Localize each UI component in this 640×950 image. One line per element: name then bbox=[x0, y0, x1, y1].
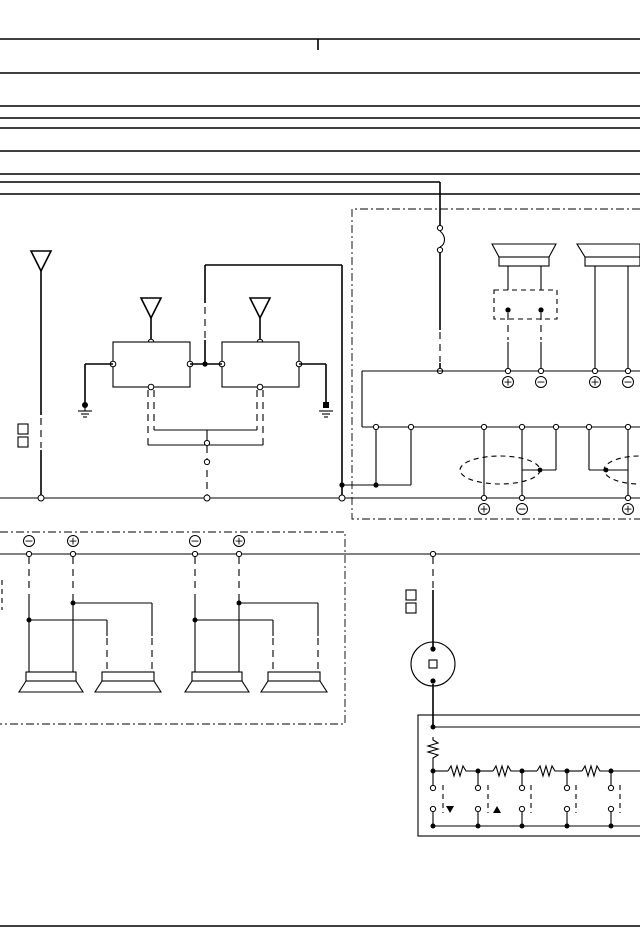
connector-housing bbox=[493, 289, 558, 320]
speaker-group-left bbox=[25, 550, 153, 672]
radio-unit-boundary bbox=[351, 208, 640, 520]
fuse-icon bbox=[436, 224, 446, 375]
polarity-minus: − bbox=[536, 376, 545, 389]
polarity-plus: + bbox=[68, 535, 77, 548]
antenna-amplifier-left bbox=[109, 297, 194, 391]
speaker-icon bbox=[259, 671, 329, 693]
polarity-markers-bottom: + − + bbox=[478, 503, 634, 516]
speaker-leads-1 bbox=[504, 307, 545, 375]
polarity-plus: + bbox=[590, 376, 599, 389]
resistor-icon bbox=[492, 764, 522, 778]
connector-marker-left bbox=[17, 423, 29, 448]
steering-switch-feed bbox=[429, 550, 437, 651]
radio-lower-terminals bbox=[339, 423, 640, 502]
polarity-markers-top: + − + − bbox=[502, 376, 634, 389]
antenna-icon bbox=[139, 297, 163, 320]
amplifier-wiring bbox=[82, 264, 343, 495]
polarity-minus: − bbox=[623, 376, 632, 389]
polarity-plus: + bbox=[234, 535, 243, 548]
main-bus bbox=[0, 494, 640, 502]
resistor-icon bbox=[426, 737, 440, 771]
ground-icon bbox=[78, 410, 92, 418]
resistor-icon bbox=[581, 764, 611, 778]
resistor-icon bbox=[536, 764, 567, 778]
polarity-plus: + bbox=[623, 503, 632, 516]
ground-icon bbox=[319, 410, 333, 418]
speaker-group-right bbox=[191, 550, 319, 672]
resistor-icon bbox=[447, 764, 478, 778]
switch-icon bbox=[410, 641, 456, 727]
switch-contacts bbox=[429, 771, 640, 829]
polarity-plus: + bbox=[479, 503, 488, 516]
speaker-unit-boundary bbox=[0, 531, 346, 725]
speaker-icon bbox=[17, 671, 85, 693]
antenna-icon bbox=[248, 297, 272, 320]
antenna-amplifier-right bbox=[218, 297, 303, 391]
antenna-icon bbox=[29, 250, 53, 495]
speaker-icon bbox=[183, 671, 251, 693]
polarity-minus: − bbox=[517, 503, 526, 516]
polarity-minus: − bbox=[24, 535, 33, 548]
polarity-plus: + bbox=[503, 376, 512, 389]
top-bus-lines bbox=[0, 38, 640, 226]
polarity-minus: − bbox=[190, 535, 199, 548]
speaker-icon bbox=[93, 671, 163, 693]
connector-marker-right bbox=[405, 589, 417, 614]
resistor-ladder bbox=[426, 724, 640, 778]
speaker-icon bbox=[491, 243, 557, 290]
speaker-icon bbox=[576, 243, 640, 375]
polarity-markers-speaker: − + − + bbox=[23, 535, 245, 548]
switch-assembly-box bbox=[417, 714, 640, 837]
